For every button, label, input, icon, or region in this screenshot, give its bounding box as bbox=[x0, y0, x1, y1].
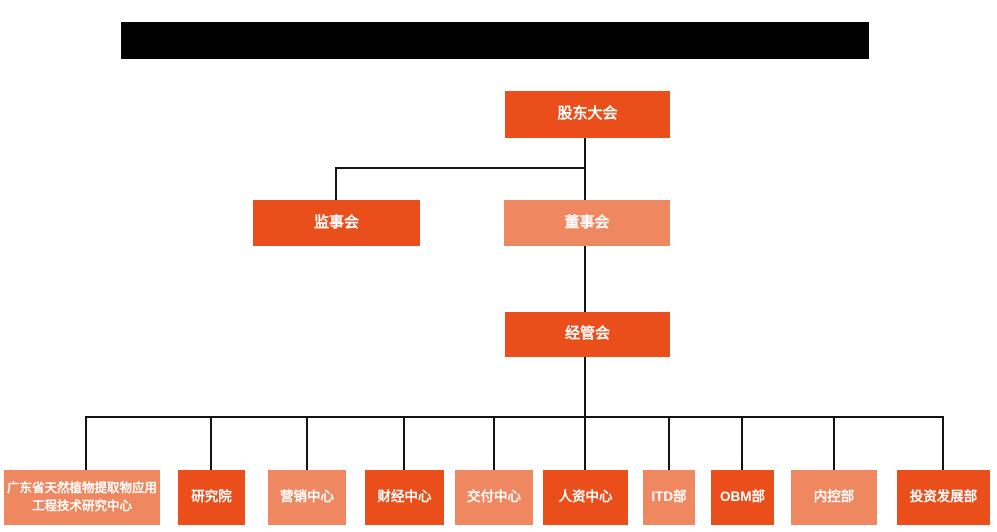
org-node-label: 经管会 bbox=[564, 325, 610, 343]
org-node-label: 广东省天然植物提取物应用工程技术研究中心 bbox=[7, 481, 158, 513]
org-node-label: 内控部 bbox=[813, 489, 855, 505]
org-node-label: 董事会 bbox=[564, 213, 610, 231]
connector-drop-hr bbox=[584, 416, 586, 470]
connector-management-to-bus bbox=[584, 356, 586, 418]
connector-to-supervisory bbox=[335, 167, 337, 200]
connector-drop-marketing bbox=[306, 416, 308, 470]
connector-drop-research-institute bbox=[210, 416, 212, 470]
org-node-marketing-center: 营销中心 bbox=[268, 470, 346, 525]
org-node-label: ITD部 bbox=[651, 489, 687, 505]
org-node-internal-control-department: 内控部 bbox=[791, 470, 877, 525]
connector-drop-obm bbox=[741, 416, 743, 470]
connector-branch-horizontal bbox=[335, 167, 586, 169]
org-node-delivery-center: 交付中心 bbox=[455, 470, 533, 525]
connector-board-to-management bbox=[584, 246, 586, 312]
org-node-research-institute: 研究院 bbox=[178, 470, 245, 525]
org-node-hr-center: 人资中心 bbox=[543, 470, 628, 525]
org-node-finance-center: 财经中心 bbox=[365, 470, 444, 525]
org-node-label: 交付中心 bbox=[467, 489, 521, 505]
connector-root-to-board bbox=[584, 138, 586, 200]
org-node-label: 营销中心 bbox=[280, 489, 334, 505]
org-node-label: 人资中心 bbox=[558, 489, 613, 505]
connector-drop-investment bbox=[942, 416, 944, 470]
org-node-label: 投资发展部 bbox=[909, 489, 978, 505]
connector-drop-internal-control bbox=[833, 416, 835, 470]
org-node-label: 监事会 bbox=[313, 213, 359, 231]
org-node-shareholders-meeting: 股东大会 bbox=[505, 91, 670, 138]
org-node-label: 财经中心 bbox=[377, 489, 432, 505]
connector-drop-research-center bbox=[85, 416, 87, 470]
connector-drop-finance bbox=[403, 416, 405, 470]
redacted-title-bar bbox=[121, 22, 869, 59]
org-node-label: 研究院 bbox=[191, 489, 232, 505]
connector-departments-horizontal bbox=[86, 416, 944, 418]
org-node-management-committee: 经管会 bbox=[505, 312, 670, 357]
org-node-supervisory-board: 监事会 bbox=[253, 200, 420, 246]
org-node-research-center: 广东省天然植物提取物应用工程技术研究中心 bbox=[4, 470, 160, 525]
org-node-investment-development-department: 投资发展部 bbox=[897, 470, 990, 525]
org-node-obm-department: OBM部 bbox=[711, 470, 774, 525]
org-node-itd-department: ITD部 bbox=[643, 470, 695, 525]
connector-drop-itd bbox=[668, 416, 670, 470]
connector-drop-delivery bbox=[493, 416, 495, 470]
org-node-label: OBM部 bbox=[720, 489, 765, 505]
org-node-label: 股东大会 bbox=[557, 105, 618, 123]
org-node-board-of-directors: 董事会 bbox=[504, 200, 670, 246]
